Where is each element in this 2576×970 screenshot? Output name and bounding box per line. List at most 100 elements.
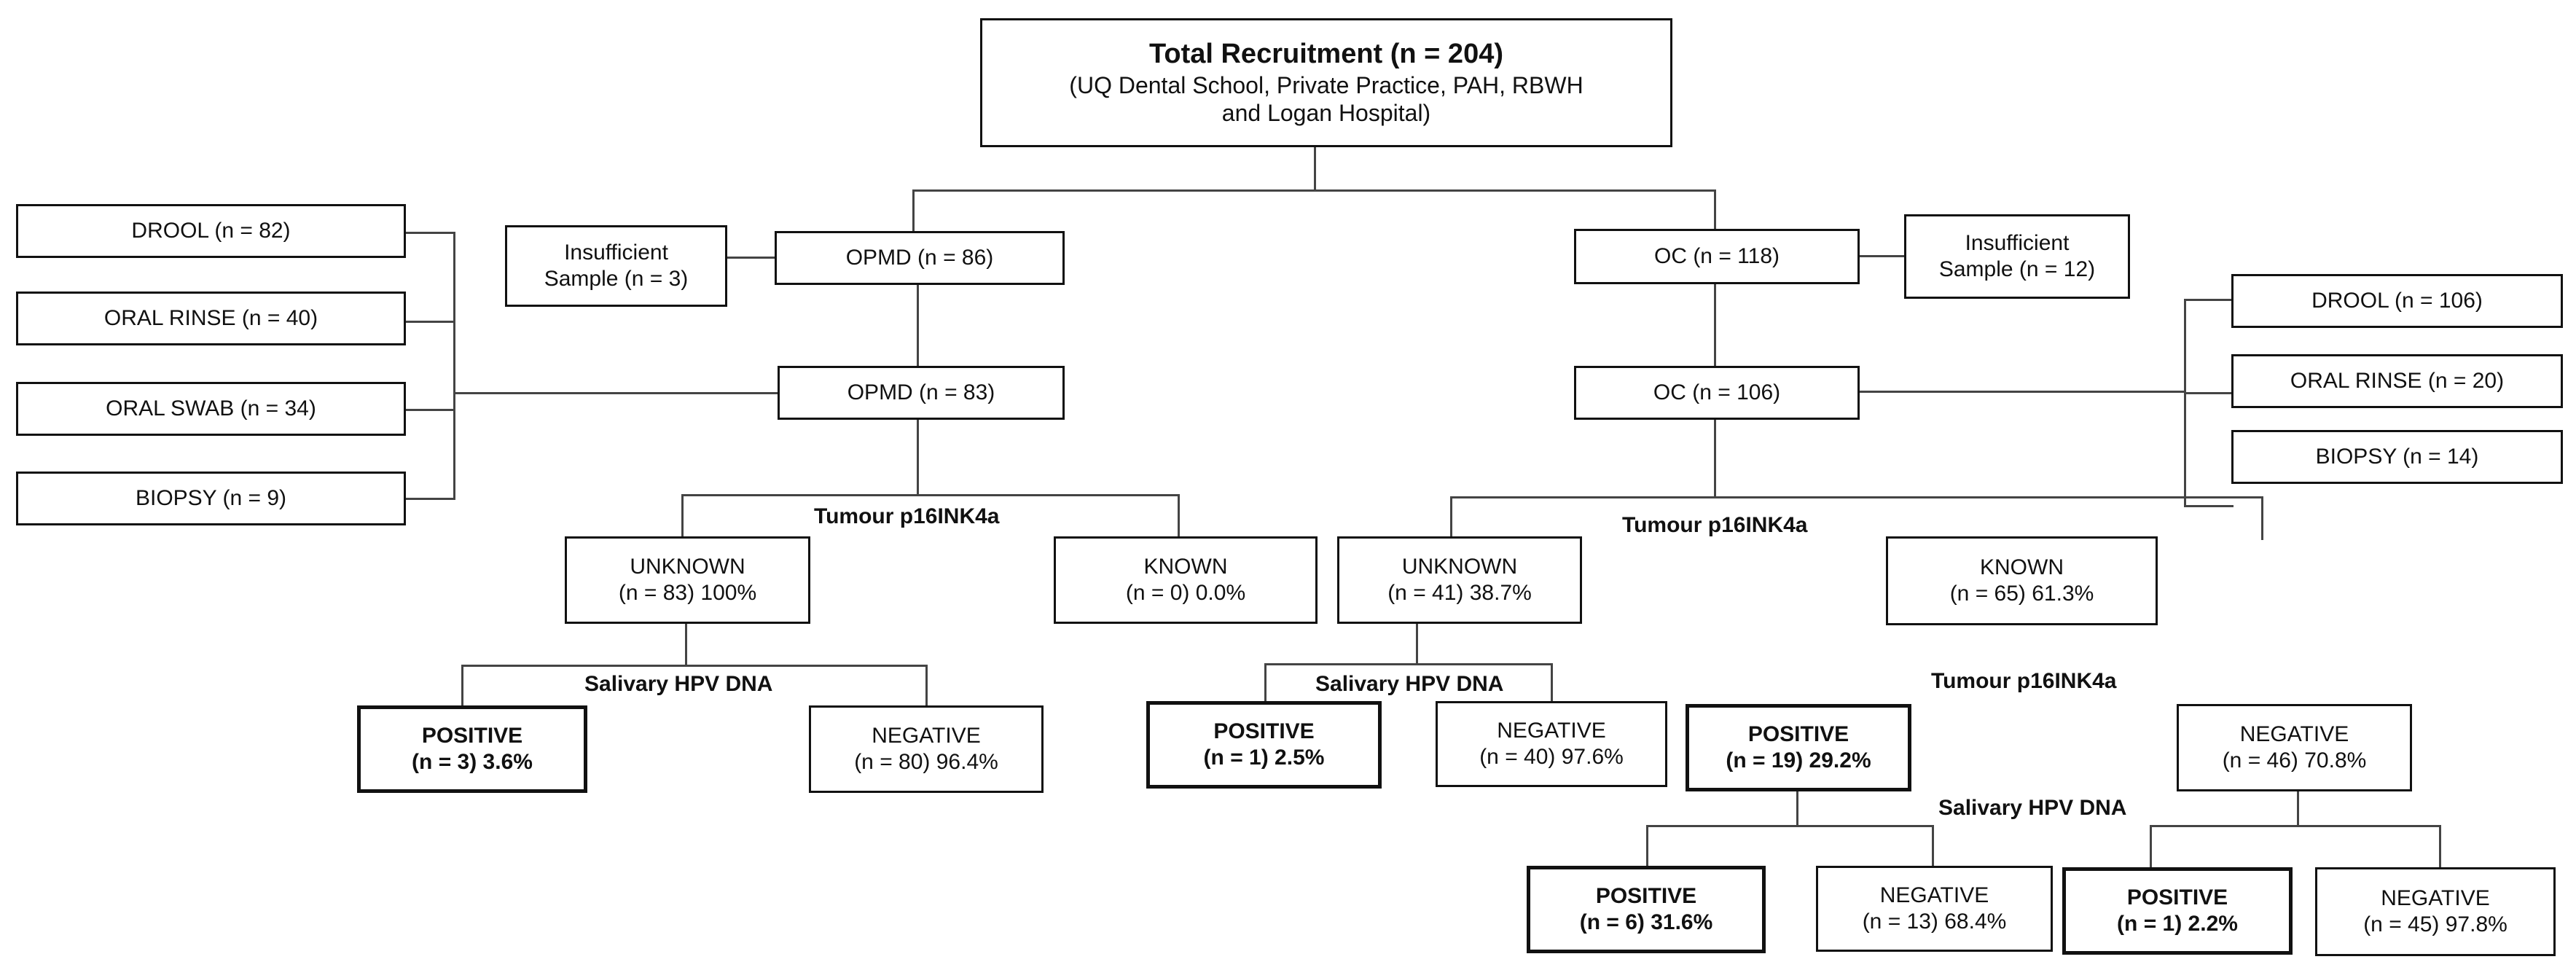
oc-p16-negative-hpv-negative-box: NEGATIVE (n = 45) 97.8% bbox=[2315, 867, 2556, 956]
box-line-2: (n = 40) 97.6% bbox=[1479, 745, 1624, 769]
connector bbox=[2184, 392, 2234, 394]
box-line-1: POSITIVE bbox=[1747, 722, 1849, 746]
box-line-1: POSITIVE bbox=[421, 724, 523, 748]
box-line-1: NEGATIVE bbox=[2381, 886, 2490, 910]
sample-label: DROOL (n = 106) bbox=[2311, 289, 2483, 313]
box-line-2: (n = 1) 2.5% bbox=[1203, 746, 1325, 770]
box-line-1: KNOWN bbox=[1980, 555, 2064, 579]
box-line-1: POSITIVE bbox=[2126, 885, 2228, 910]
box-line-1: Insufficient bbox=[1965, 231, 2070, 255]
connector bbox=[1714, 189, 1716, 230]
sample-box-drool-left: DROOL (n = 82) bbox=[16, 204, 406, 258]
box-line-2: Sample (n = 12) bbox=[1938, 257, 2096, 281]
connector bbox=[404, 232, 455, 234]
connector bbox=[1714, 418, 1716, 498]
box-line-2: (n = 0) 0.0% bbox=[1125, 581, 1246, 605]
sample-box-biopsy-right: BIOPSY (n = 14) bbox=[2231, 430, 2563, 484]
connector bbox=[2184, 505, 2234, 507]
connector bbox=[1714, 283, 1716, 367]
connector bbox=[1646, 825, 1934, 827]
oc-unknown-positive-box: POSITIVE (n = 1) 2.5% bbox=[1146, 701, 1382, 789]
connector bbox=[453, 232, 455, 499]
connector bbox=[1796, 789, 1798, 827]
box-label: OC (n = 118) bbox=[1653, 244, 1780, 268]
opmd-known-box: KNOWN (n = 0) 0.0% bbox=[1054, 536, 1318, 624]
branch-label-tumour-p16: Tumour p16INK4a bbox=[1931, 669, 2117, 693]
connector bbox=[1416, 623, 1418, 665]
connector bbox=[725, 257, 776, 259]
branch-label-tumour-p16: Tumour p16INK4a bbox=[814, 504, 1000, 528]
sample-label: BIOPSY (n = 14) bbox=[2315, 445, 2479, 469]
connector bbox=[404, 409, 455, 411]
oc-p16-positive-hpv-negative-box: NEGATIVE (n = 13) 68.4% bbox=[1816, 866, 2053, 952]
oc-unknown-box: UNKNOWN (n = 41) 38.7% bbox=[1337, 536, 1582, 624]
oc-unknown-negative-box: NEGATIVE (n = 40) 97.6% bbox=[1436, 701, 1667, 787]
oc-p16-positive-hpv-positive-box: POSITIVE (n = 6) 31.6% bbox=[1527, 866, 1766, 953]
branch-label-salivary-hpv: Salivary HPV DNA bbox=[584, 672, 773, 696]
recruitment-sites-line-1: (UQ Dental School, Private Practice, PAH… bbox=[1069, 71, 1583, 98]
connector bbox=[925, 665, 928, 708]
connector bbox=[461, 665, 463, 708]
box-line-2: (n = 80) 96.4% bbox=[854, 750, 998, 774]
box-label: OPMD (n = 86) bbox=[845, 246, 994, 270]
connector bbox=[2150, 825, 2441, 827]
connector bbox=[1450, 496, 2263, 498]
box-line-2: (n = 83) 100% bbox=[618, 581, 757, 605]
box-label: OC (n = 106) bbox=[1653, 380, 1781, 404]
opmd-negative-box: NEGATIVE (n = 80) 96.4% bbox=[809, 705, 1044, 793]
oc-p16-negative-hpv-positive-box: POSITIVE (n = 1) 2.2% bbox=[2062, 867, 2293, 955]
sample-box-drool-right: DROOL (n = 106) bbox=[2231, 274, 2563, 328]
oc-analysed-box: OC (n = 106) bbox=[1574, 366, 1860, 420]
connector bbox=[1857, 391, 2185, 393]
connector bbox=[1857, 255, 1906, 257]
opmd-total-box: OPMD (n = 86) bbox=[775, 231, 1065, 285]
box-line-1: POSITIVE bbox=[1213, 719, 1315, 743]
oc-insufficient-box: Insufficient Sample (n = 12) bbox=[1904, 214, 2130, 299]
connector bbox=[2184, 299, 2234, 301]
connector bbox=[453, 392, 779, 394]
sample-label: ORAL RINSE (n = 20) bbox=[2290, 369, 2505, 393]
connector bbox=[404, 321, 455, 323]
opmd-analysed-box: OPMD (n = 83) bbox=[778, 366, 1065, 420]
box-line-2: (n = 19) 29.2% bbox=[1726, 748, 1871, 773]
connector bbox=[1264, 663, 1553, 665]
connector bbox=[681, 494, 684, 538]
connector bbox=[2439, 825, 2441, 869]
box-line-2: (n = 3) 3.6% bbox=[412, 750, 533, 774]
opmd-insufficient-box: Insufficient Sample (n = 3) bbox=[505, 225, 727, 307]
connector bbox=[2150, 825, 2152, 869]
connector bbox=[2297, 789, 2299, 827]
box-line-2: (n = 13) 68.4% bbox=[1862, 910, 2007, 934]
box-line-2: (n = 41) 38.7% bbox=[1387, 581, 1532, 605]
connector bbox=[404, 498, 455, 500]
connector bbox=[1178, 494, 1180, 538]
opmd-unknown-box: UNKNOWN (n = 83) 100% bbox=[565, 536, 810, 624]
box-line-1: NEGATIVE bbox=[1879, 883, 1989, 907]
sample-box-oral-rinse-left: ORAL RINSE (n = 40) bbox=[16, 292, 406, 345]
connector bbox=[2184, 299, 2186, 507]
box-line-2: Sample (n = 3) bbox=[544, 267, 689, 291]
box-line-1: NEGATIVE bbox=[1497, 719, 1606, 743]
box-line-1: NEGATIVE bbox=[872, 724, 981, 748]
connector bbox=[681, 494, 1180, 496]
box-line-2: (n = 45) 97.8% bbox=[2363, 912, 2508, 936]
connector bbox=[1264, 663, 1267, 707]
sample-box-oral-rinse-right: ORAL RINSE (n = 20) bbox=[2231, 354, 2563, 408]
connector bbox=[1450, 496, 1452, 540]
box-line-2: (n = 6) 31.6% bbox=[1579, 910, 1713, 934]
connector bbox=[917, 417, 919, 496]
connector bbox=[2261, 496, 2263, 540]
box-line-1: NEGATIVE bbox=[2239, 722, 2349, 746]
connector bbox=[912, 189, 915, 233]
total-recruitment-box: Total Recruitment (n = 204) (UQ Dental S… bbox=[980, 18, 1672, 147]
box-line-2: (n = 46) 70.8% bbox=[2222, 748, 2367, 773]
opmd-positive-box: POSITIVE (n = 3) 3.6% bbox=[357, 705, 587, 793]
total-recruitment-title: Total Recruitment (n = 204) bbox=[1148, 39, 1503, 70]
sample-label: BIOPSY (n = 9) bbox=[135, 486, 287, 510]
recruitment-sites-line-2: and Logan Hospital) bbox=[1221, 100, 1431, 127]
branch-label-tumour-p16: Tumour p16INK4a bbox=[1622, 513, 1808, 537]
box-label: OPMD (n = 83) bbox=[847, 380, 995, 404]
connector bbox=[685, 622, 687, 666]
connector bbox=[1932, 825, 1934, 867]
